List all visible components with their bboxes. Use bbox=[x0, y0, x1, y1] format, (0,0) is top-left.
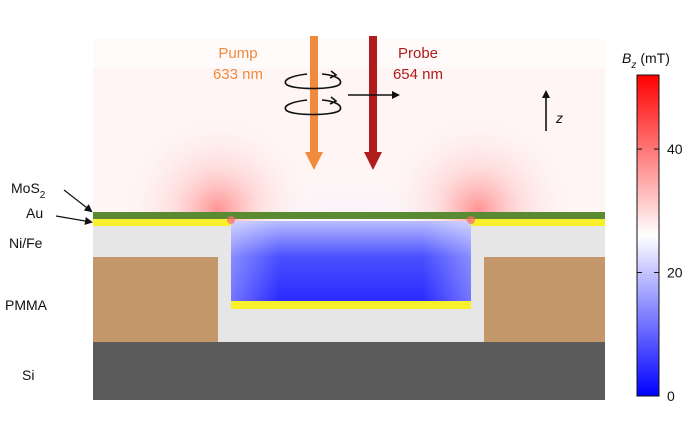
colorbar: Bz(mT) 0 20 40 bbox=[622, 50, 683, 404]
pump-wavelength: 633 nm bbox=[213, 66, 263, 83]
si-label: Si bbox=[22, 367, 34, 383]
z-axis-label: z bbox=[555, 110, 563, 126]
si-layer bbox=[93, 342, 605, 400]
colorbar-title: Bz(mT) bbox=[622, 50, 670, 71]
au-label: Au bbox=[26, 205, 43, 221]
colorbar-tick-label: 40 bbox=[667, 141, 683, 157]
colorbar-tick-label: 20 bbox=[667, 265, 683, 281]
probe-arrow-head bbox=[364, 152, 382, 170]
field-edge-fade-left bbox=[93, 38, 605, 68]
layer-labels: MoS2 Au Ni/Fe PMMA Si bbox=[5, 180, 93, 383]
mos2-pointer bbox=[63, 189, 93, 213]
pmma-label: PMMA bbox=[5, 297, 48, 313]
hotspot-left bbox=[227, 216, 235, 224]
au-bottom-strip bbox=[231, 301, 471, 309]
mos2-label: MoS2 bbox=[11, 180, 46, 201]
nife-label: Ni/Fe bbox=[9, 235, 43, 251]
probe-wavelength: 654 nm bbox=[393, 66, 443, 83]
colorbar-gradient bbox=[636, 74, 660, 397]
pump-arrow-head bbox=[305, 152, 323, 170]
pump-label: Pump bbox=[218, 45, 257, 62]
layer-stack bbox=[93, 212, 605, 400]
au-top-right bbox=[471, 219, 605, 226]
au-top-left bbox=[93, 219, 231, 226]
cavity-field-edges bbox=[231, 221, 471, 301]
colorbar-tick-label: 0 bbox=[667, 388, 675, 404]
probe-label: Probe bbox=[398, 45, 438, 62]
au-pointer bbox=[55, 215, 93, 225]
z-axis-indicator: z bbox=[542, 90, 563, 131]
colorbar-ticks: 0 20 40 bbox=[637, 141, 683, 404]
hotspot-right bbox=[467, 216, 475, 224]
circular-polarization-icon bbox=[284, 70, 342, 116]
pmma-block-right bbox=[484, 257, 605, 342]
pump-arrow-shaft bbox=[310, 36, 318, 154]
mos2-layer bbox=[93, 212, 605, 219]
pmma-block-left bbox=[93, 257, 218, 342]
pump-beam: Pump 633 nm bbox=[213, 36, 323, 170]
